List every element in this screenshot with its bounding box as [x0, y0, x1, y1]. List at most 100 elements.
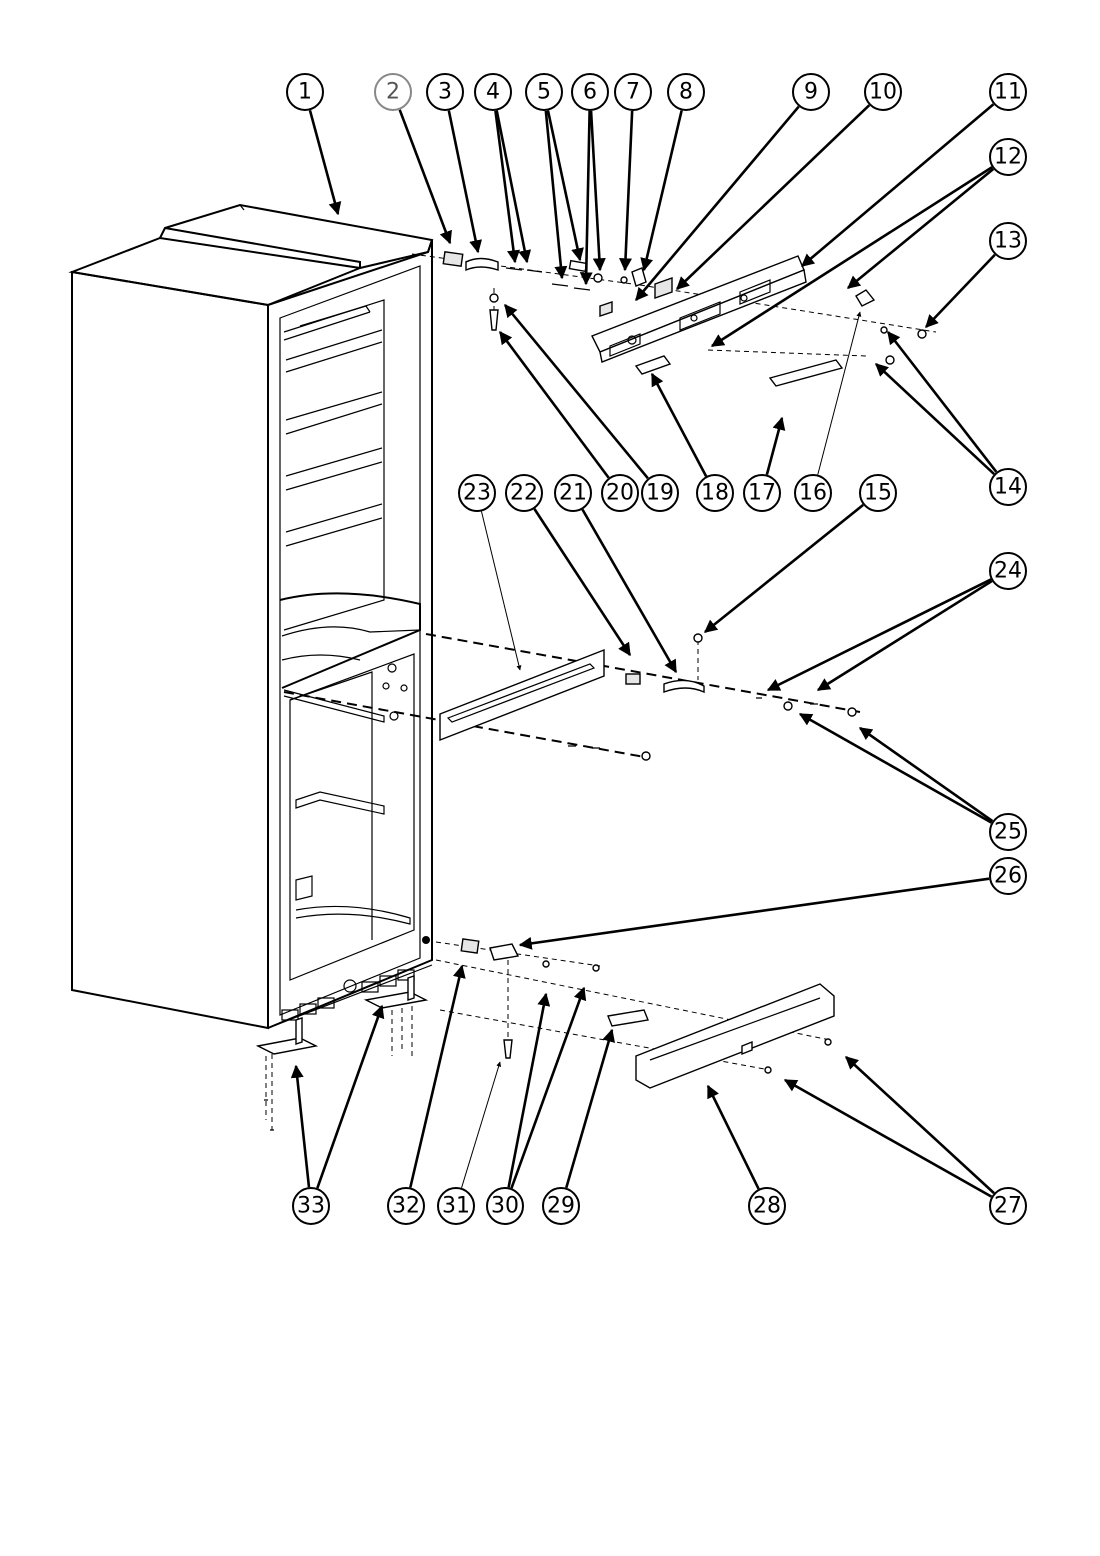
leader-line-12 [710, 166, 993, 348]
leader-line-8 [640, 110, 683, 272]
svg-text:17: 17 [748, 481, 776, 506]
svg-text:3: 3 [438, 80, 452, 105]
svg-text:20: 20 [606, 481, 634, 506]
leader-line-14 [875, 363, 995, 475]
callout-17: 17 [743, 474, 781, 512]
leader-line-21 [581, 508, 678, 674]
callout-3: 3 [426, 73, 464, 111]
svg-text:4: 4 [486, 80, 500, 105]
callout-4: 4 [474, 73, 512, 111]
callout-8: 8 [667, 73, 705, 111]
leader-line-1 [308, 110, 342, 216]
callout-16: 16 [794, 474, 832, 512]
bottom-hinge-parts [255, 938, 835, 1131]
callout-27: 27 [989, 1187, 1027, 1225]
cabinet-body [68, 203, 434, 1030]
svg-text:16: 16 [799, 481, 827, 506]
svg-text:5: 5 [537, 80, 551, 105]
leader-line-11 [801, 103, 995, 267]
leader-lines [290, 103, 998, 1198]
svg-text:18: 18 [701, 481, 729, 506]
leader-line-6 [589, 110, 606, 272]
leader-line-20 [498, 330, 610, 479]
callout-6: 6 [571, 73, 609, 111]
leader-line-30 [510, 986, 587, 1189]
leader-line-33 [316, 1004, 385, 1189]
callout-24: 24 [989, 552, 1027, 590]
leader-line-4 [495, 110, 532, 264]
svg-text:31: 31 [442, 1194, 470, 1219]
leader-line-25 [798, 712, 993, 824]
callout-13: 13 [989, 222, 1027, 260]
leader-line-17 [765, 416, 786, 475]
callout-32: 32 [387, 1187, 425, 1225]
leader-line-28 [706, 1084, 760, 1190]
svg-text:14: 14 [994, 475, 1022, 500]
svg-text:6: 6 [583, 80, 597, 105]
callout-31: 31 [437, 1187, 475, 1225]
leader-line-24 [766, 578, 992, 692]
svg-text:23: 23 [463, 481, 491, 506]
leader-line-9 [635, 105, 800, 301]
svg-text:1: 1 [298, 80, 312, 105]
callout-7: 7 [614, 73, 652, 111]
svg-text:30: 30 [491, 1194, 519, 1219]
callout-21: 21 [554, 474, 592, 512]
leader-line-5 [544, 110, 568, 280]
callout-20: 20 [601, 474, 639, 512]
svg-text:25: 25 [994, 820, 1022, 845]
top-hinge-parts [411, 251, 937, 333]
callout-9: 9 [792, 73, 830, 111]
leader-line-19 [503, 303, 649, 480]
callout-1: 1 [286, 73, 324, 111]
svg-text:19: 19 [646, 481, 674, 506]
leader-line-13 [925, 253, 996, 328]
svg-text:9: 9 [804, 80, 818, 105]
leader-line-6 [579, 110, 593, 286]
leader-line-22 [533, 508, 632, 657]
leader-line-5 [546, 110, 584, 262]
svg-text:27: 27 [994, 1194, 1022, 1219]
svg-text:13: 13 [994, 229, 1022, 254]
svg-text:21: 21 [559, 481, 587, 506]
callout-30: 30 [486, 1187, 524, 1225]
callout-11: 11 [989, 73, 1027, 111]
leader-line-24 [816, 579, 993, 692]
leader-line-27 [783, 1078, 993, 1198]
leader-line-4 [494, 110, 520, 264]
callout-22: 22 [505, 474, 543, 512]
callout-26: 26 [989, 857, 1027, 895]
callout-29: 29 [542, 1187, 580, 1225]
leader-line-29 [565, 1028, 615, 1189]
leader-line-27 [845, 1056, 995, 1195]
callout-14: 14 [989, 468, 1027, 506]
leader-line-3 [447, 110, 483, 254]
callout-23: 23 [458, 474, 496, 512]
top-trim-panel [591, 255, 927, 387]
middle-hinge-parts [283, 633, 861, 761]
svg-text:33: 33 [297, 1194, 325, 1219]
svg-text:7: 7 [626, 80, 640, 105]
callout-19: 19 [641, 474, 679, 512]
leader-line-2 [398, 109, 452, 245]
leader-line-7 [619, 110, 634, 272]
leader-line-26 [518, 877, 990, 950]
svg-text:24: 24 [994, 559, 1022, 584]
svg-text:11: 11 [994, 80, 1022, 105]
callout-12: 12 [989, 138, 1027, 176]
leader-line-12 [846, 168, 995, 290]
leader-line-25 [858, 726, 994, 823]
leader-line-14 [886, 330, 998, 473]
svg-text:22: 22 [510, 481, 538, 506]
leader-line-31 [461, 1061, 502, 1188]
svg-text:10: 10 [869, 80, 897, 105]
callouts: 1 2 3 4 5 6 7 8 9 10 11 12 13 14 15 16 1… [286, 73, 1027, 1225]
callout-33: 33 [292, 1187, 330, 1225]
leader-line-33 [290, 1064, 311, 1188]
svg-text:15: 15 [864, 481, 892, 506]
callout-5: 5 [525, 73, 563, 111]
svg-text:26: 26 [994, 864, 1022, 889]
leader-line-18 [650, 372, 708, 477]
svg-text:12: 12 [994, 145, 1022, 170]
